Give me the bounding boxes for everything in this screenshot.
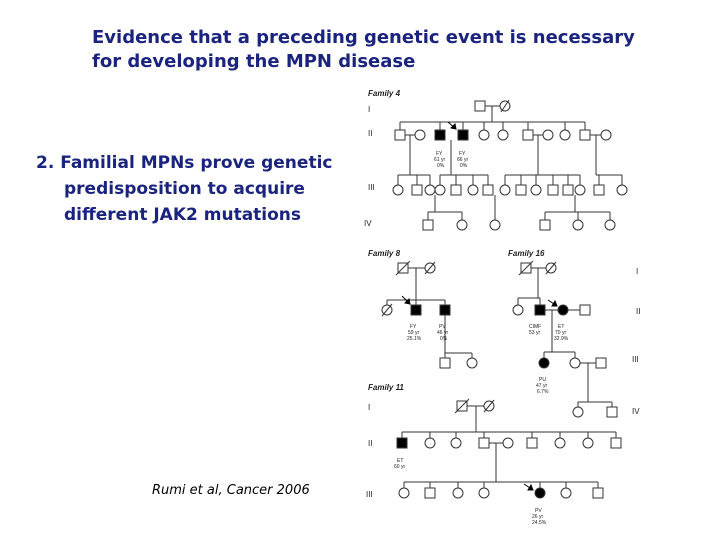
- family-16-label: Family 16: [508, 249, 545, 258]
- family-4-member-labels: FY 61 yr 0% FY 66 yr 0%: [434, 151, 468, 169]
- f8-II-2-age: 59 yr: [408, 330, 419, 336]
- f16-III-1-burden: 6.7%: [537, 389, 549, 395]
- f16-gen-III: III: [632, 355, 639, 364]
- title-line-1: Evidence that a preceding genetic event …: [92, 27, 635, 48]
- f4-II-3-burden: 0%: [437, 163, 445, 169]
- f8-II-2-burden: 25.1%: [407, 336, 422, 342]
- point-line-1: 2. Familial MPNs prove genetic: [36, 153, 333, 173]
- family-16-pedigree: [512, 260, 618, 418]
- f4-II-3-affected: [434, 129, 446, 141]
- f16-II-3-burden: 32.9%: [554, 336, 569, 342]
- family-11-member-labels: ET 60 yr PV 26 yr 24.5%: [394, 458, 547, 526]
- f16-II-2-affected: [534, 304, 546, 316]
- point-line-2: predisposition to acquire: [64, 179, 305, 199]
- f8-II-2-affected: [410, 304, 422, 316]
- point-line-3: different JAK2 mutations: [64, 205, 302, 225]
- family-16-member-labels: CIMF 53 yr ET 70 yr 32.9% PU 47 yr 6.7%: [529, 324, 569, 395]
- f4-II-3-diagnosis: FY: [436, 151, 443, 157]
- f8-II-3-age: 46 yr: [437, 330, 448, 336]
- f16-II-2-diagnosis: CIMF: [529, 324, 541, 330]
- f16-gen-I: I: [636, 267, 638, 276]
- f8-II-2-diagnosis: FY: [410, 324, 417, 330]
- f11-gen-I: I: [368, 403, 370, 412]
- f11-II-1-affected: [396, 437, 408, 449]
- f4-gen-II: II: [368, 129, 372, 138]
- family-8-pedigree: [381, 260, 478, 369]
- citation: Rumi et al, Cancer 2006: [152, 483, 310, 498]
- f11-III-5-burden: 24.5%: [532, 520, 547, 526]
- f11-gen-II: II: [368, 439, 372, 448]
- f16-III-1-diagnosis: PU: [539, 377, 546, 383]
- title-line-2: for developing the MPN disease: [92, 51, 416, 72]
- f4-II-4-burden: 0%: [460, 163, 468, 169]
- f16-III-1-age: 47 yr: [536, 383, 547, 389]
- f4-II-4-affected: [457, 129, 469, 141]
- f8-II-3-diagnosis: PV: [439, 324, 446, 330]
- f16-gen-IV: IV: [632, 407, 640, 416]
- f8-II-3-affected: [439, 304, 451, 316]
- f16-II-3-diagnosis: ET: [558, 324, 564, 330]
- f4-II-4-diagnosis: FY: [459, 151, 466, 157]
- family-11-label: Family 11: [368, 383, 404, 392]
- f4-II-4-age: 66 yr: [457, 157, 468, 163]
- family-4-label: Family 4: [368, 89, 401, 98]
- f4-gen-I: I: [368, 105, 370, 114]
- f11-III-5-age: 26 yr: [532, 514, 543, 520]
- family-8-label: Family 8: [368, 249, 401, 258]
- f16-II-3-affected: [557, 304, 569, 316]
- family-4-pedigree: [392, 99, 628, 231]
- family-8-member-labels: FY 59 yr 25.1% PV 46 yr 0%: [407, 324, 448, 342]
- f4-II-3-age: 61 yr: [434, 157, 445, 163]
- f11-III-5-diagnosis: PV: [535, 508, 542, 514]
- f4-I-1: [474, 100, 486, 112]
- f4-gen-IV: IV: [364, 219, 372, 228]
- proband-arrows: [401, 121, 558, 491]
- f11-II-1-diagnosis: ET: [397, 458, 403, 464]
- slide-title: Evidence that a preceding genetic event …: [92, 26, 652, 74]
- f11-gen-III: III: [366, 490, 373, 499]
- f16-II-3-age: 70 yr: [555, 330, 566, 336]
- f4-gen-III: III: [368, 183, 375, 192]
- f16-II-2-age: 53 yr: [529, 330, 540, 336]
- bullet-point: 2. Familial MPNs prove genetic predispos…: [36, 150, 366, 228]
- family-11-pedigree: [396, 398, 622, 499]
- f16-III-1-affected: [538, 357, 550, 369]
- f11-II-1-age: 60 yr: [394, 464, 405, 470]
- f16-gen-II: II: [636, 307, 640, 316]
- f8-II-3-burden: 0%: [440, 336, 448, 342]
- f11-III-5-affected: [534, 487, 546, 499]
